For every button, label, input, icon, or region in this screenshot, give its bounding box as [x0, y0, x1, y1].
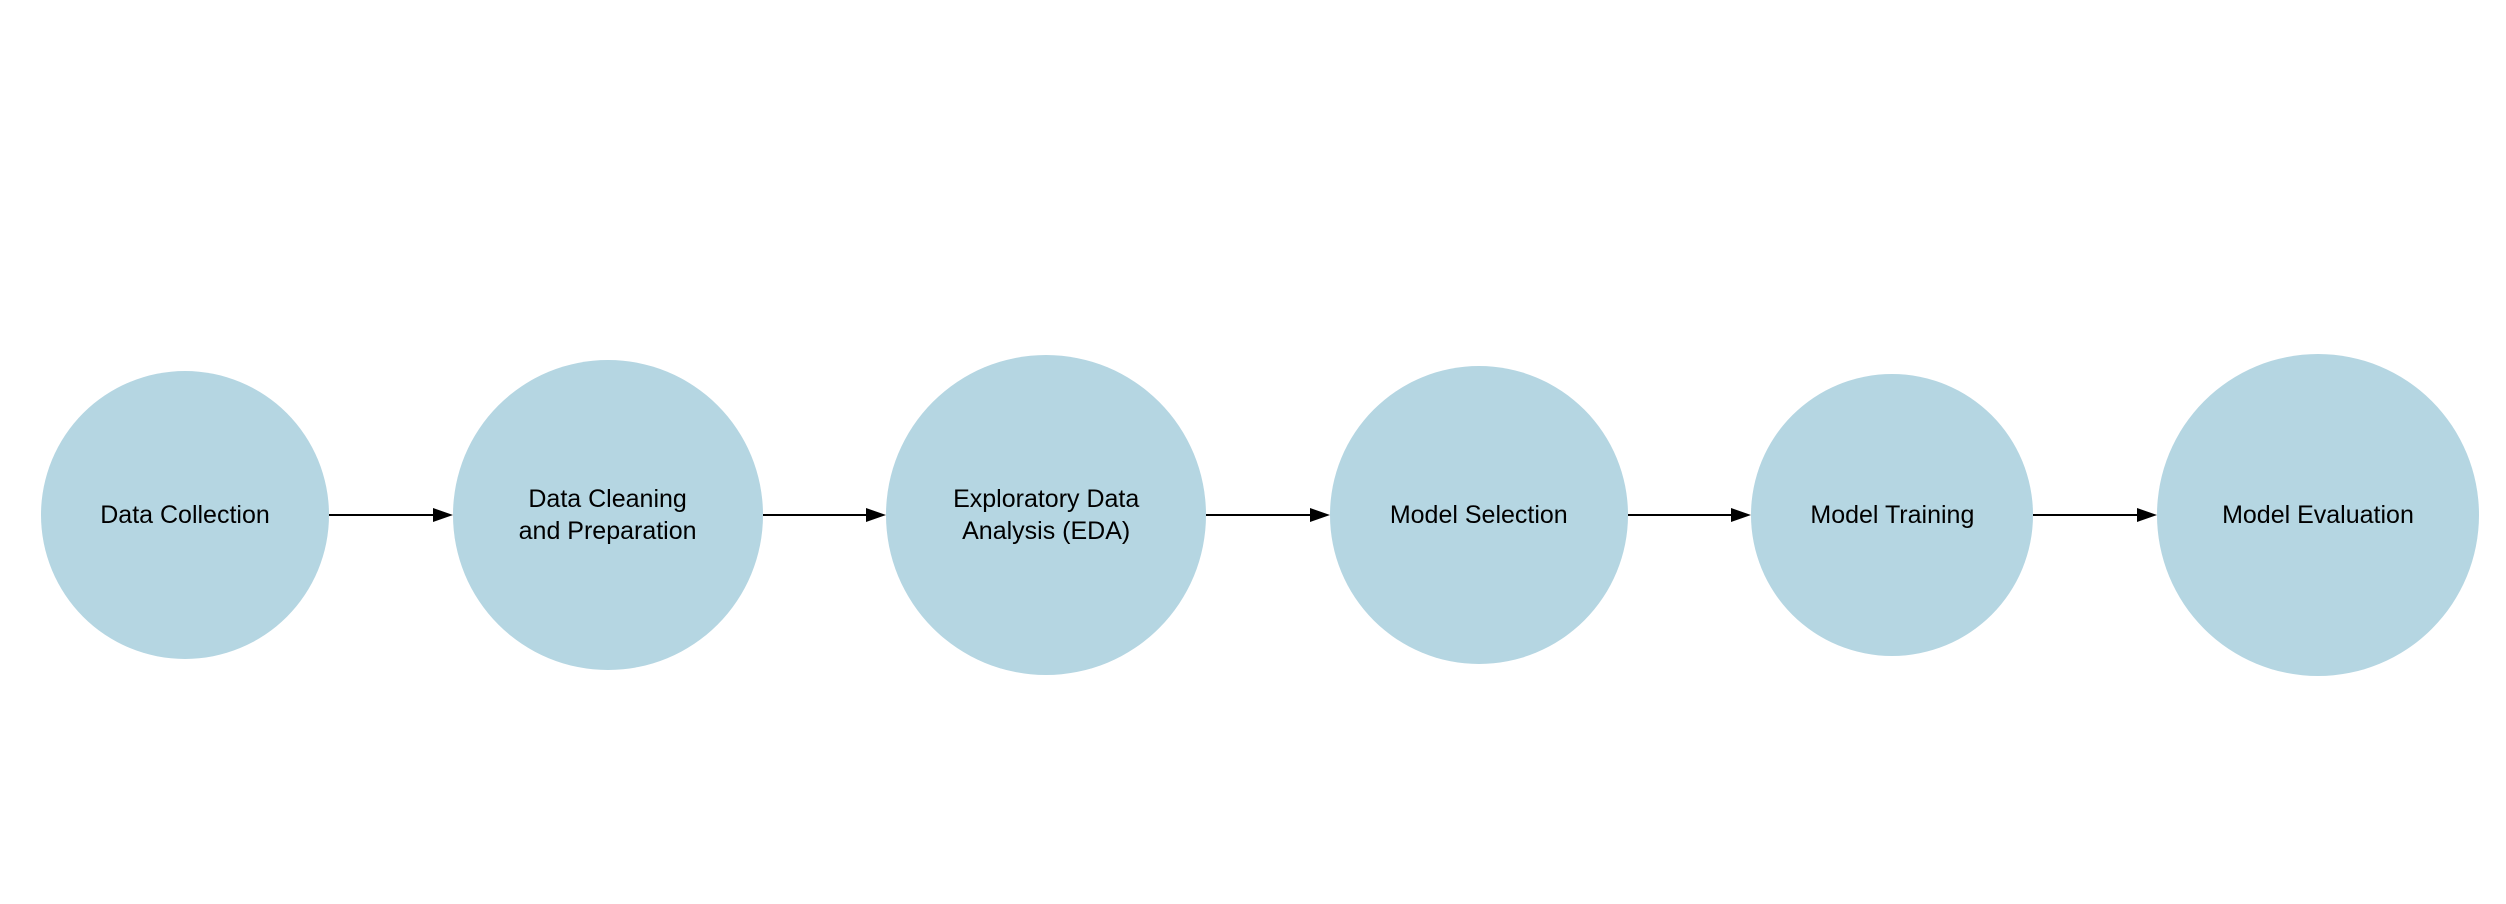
node-data-cleaning-preparation: Data Cleaning and Preparation: [452, 360, 763, 670]
arrowhead-icon: [2136, 508, 2157, 522]
arrowhead-icon: [432, 508, 453, 522]
arrowhead-icon: [1309, 508, 1330, 522]
flow-connector-1: [329, 507, 453, 523]
node-model-training: Model Training: [1751, 374, 2034, 656]
arrow-line: [329, 514, 434, 516]
flowchart: Data Collection Data Cleaning and Prepar…: [41, 354, 2479, 676]
arrow-line: [2033, 514, 2138, 516]
flow-connector-5: [2033, 507, 2157, 523]
arrowhead-icon: [1731, 508, 1752, 522]
arrow-line: [1206, 514, 1311, 516]
node-data-collection: Data Collection: [41, 371, 329, 659]
flow-connector-3: [1206, 507, 1330, 523]
arrow-line: [1627, 514, 1733, 516]
node-exploratory-data-analysis: Exploratory Data Analysis (EDA): [886, 355, 1207, 675]
flow-connector-4: [1627, 507, 1752, 523]
node-model-selection: Model Selection: [1329, 366, 1628, 664]
node-model-evaluation: Model Evaluation: [2156, 354, 2479, 676]
arrowhead-icon: [866, 508, 887, 522]
flow-connector-2: [762, 507, 887, 523]
arrow-line: [762, 514, 868, 516]
